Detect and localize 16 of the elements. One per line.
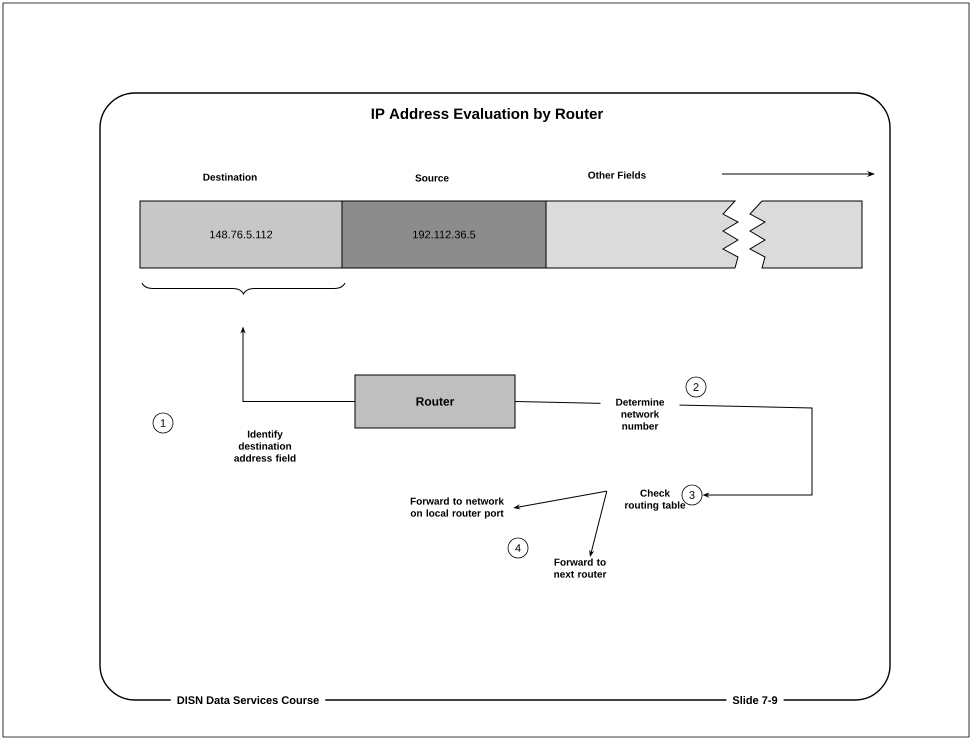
step-number: 2 — [686, 376, 706, 398]
step-number: 1 — [152, 412, 174, 434]
title: IP Address Evaluation by Router — [372, 108, 604, 122]
edge-label: Determine network number — [616, 398, 664, 430]
router-box: Router — [354, 374, 516, 428]
step-text: Forward to next router — [554, 558, 606, 578]
edge-label: Identify destination address field — [234, 430, 296, 462]
footer-text: DISN Data Services Course — [170, 692, 326, 708]
field-heading: Other Fields — [588, 171, 646, 179]
field-heading: Source — [415, 174, 449, 182]
field-heading: Destination — [203, 173, 257, 181]
field-box: 192.112.36.5 — [342, 200, 546, 268]
field-box: 148.76.5.112 — [140, 200, 342, 268]
step-number: 4 — [508, 538, 528, 558]
step-text: Forward to network on local router port — [410, 497, 504, 519]
footer-text: Slide 7-9 — [726, 692, 784, 708]
